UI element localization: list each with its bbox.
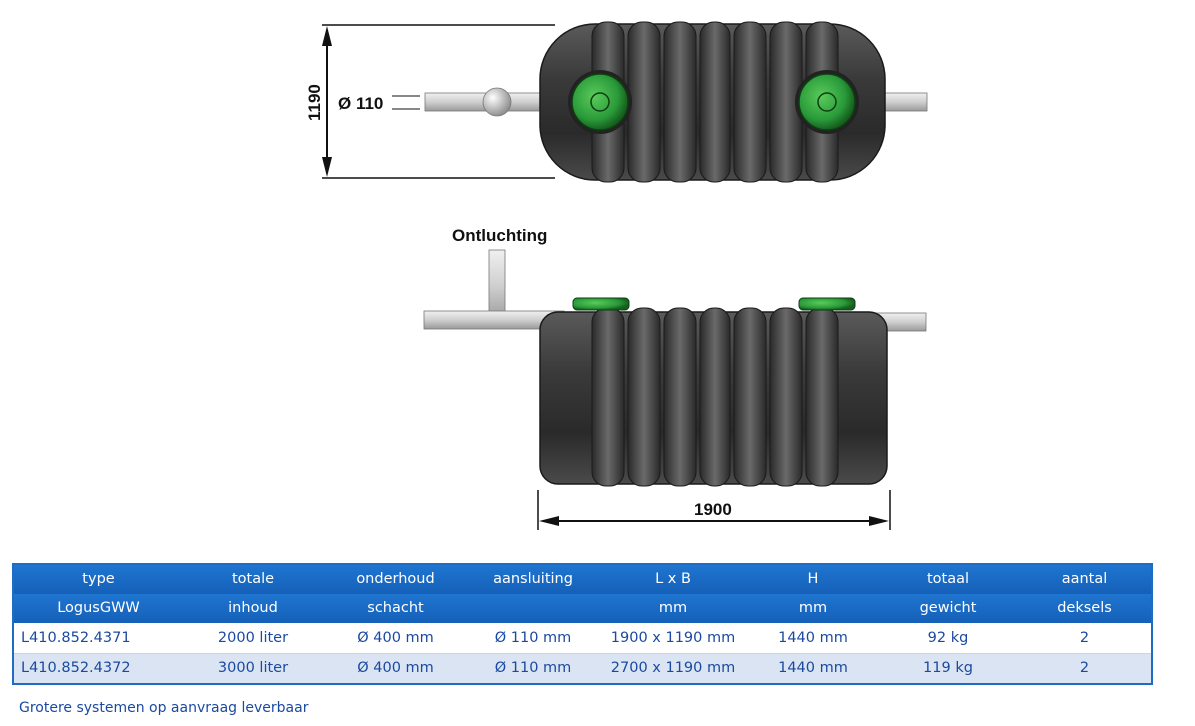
header-capacity: totale <box>183 564 323 594</box>
header-height-sub: mm <box>748 594 878 624</box>
cell-lids: 2 <box>1018 653 1152 684</box>
header-type-sub: LogusGWW <box>13 594 183 624</box>
pipe-diameter-label: Ø 110 <box>338 94 383 113</box>
cell-capacity: 3000 liter <box>183 653 323 684</box>
header-dimensions-sub: mm <box>598 594 748 624</box>
cell-dimensions: 2700 x 1190 mm <box>598 653 748 684</box>
header-weight-sub: gewicht <box>878 594 1018 624</box>
table-header-row: type totale onderhoud aansluiting L x B … <box>13 564 1152 594</box>
side-view: Ontluchting 1900 <box>423 226 927 530</box>
header-dimensions: L x B <box>598 564 748 594</box>
header-type: type <box>13 564 183 594</box>
length-dimension-label: 1900 <box>694 500 732 519</box>
cell-weight: 119 kg <box>878 653 1018 684</box>
cell-type: L410.852.4371 <box>13 623 183 654</box>
height-dimension-label: 1190 <box>305 84 324 121</box>
table-row: L410.852.4372 3000 liter Ø 400 mm Ø 110 … <box>13 653 1152 684</box>
header-connection-sub <box>468 594 598 624</box>
header-connection: aansluiting <box>468 564 598 594</box>
spec-table: type totale onderhoud aansluiting L x B … <box>12 563 1153 685</box>
cell-weight: 92 kg <box>878 623 1018 654</box>
table-row: L410.852.4371 2000 liter Ø 400 mm Ø 110 … <box>13 623 1152 654</box>
header-capacity-sub: inhoud <box>183 594 323 624</box>
top-view: 1190 Ø 110 <box>305 21 928 183</box>
header-manhole: onderhoud <box>323 564 468 594</box>
header-weight: totaal <box>878 564 1018 594</box>
table-header-row: LogusGWW inhoud schacht mm mm gewicht de… <box>13 594 1152 624</box>
cell-connection: Ø 110 mm <box>468 623 598 654</box>
technical-drawing: 1190 Ø 110 Ontluchting <box>305 21 928 530</box>
cell-height: 1440 mm <box>748 653 878 684</box>
cell-height: 1440 mm <box>748 623 878 654</box>
cell-lids: 2 <box>1018 623 1152 654</box>
header-lids-sub: deksels <box>1018 594 1152 624</box>
cell-connection: Ø 110 mm <box>468 653 598 684</box>
header-lids: aantal <box>1018 564 1152 594</box>
vent-label: Ontluchting <box>452 226 547 245</box>
cell-type: L410.852.4372 <box>13 653 183 684</box>
header-manhole-sub: schacht <box>323 594 468 624</box>
cell-dimensions: 1900 x 1190 mm <box>598 623 748 654</box>
cell-manhole: Ø 400 mm <box>323 623 468 654</box>
cell-capacity: 2000 liter <box>183 623 323 654</box>
header-height: H <box>748 564 878 594</box>
footnote: Grotere systemen op aanvraag leverbaar <box>19 700 309 716</box>
cell-manhole: Ø 400 mm <box>323 653 468 684</box>
